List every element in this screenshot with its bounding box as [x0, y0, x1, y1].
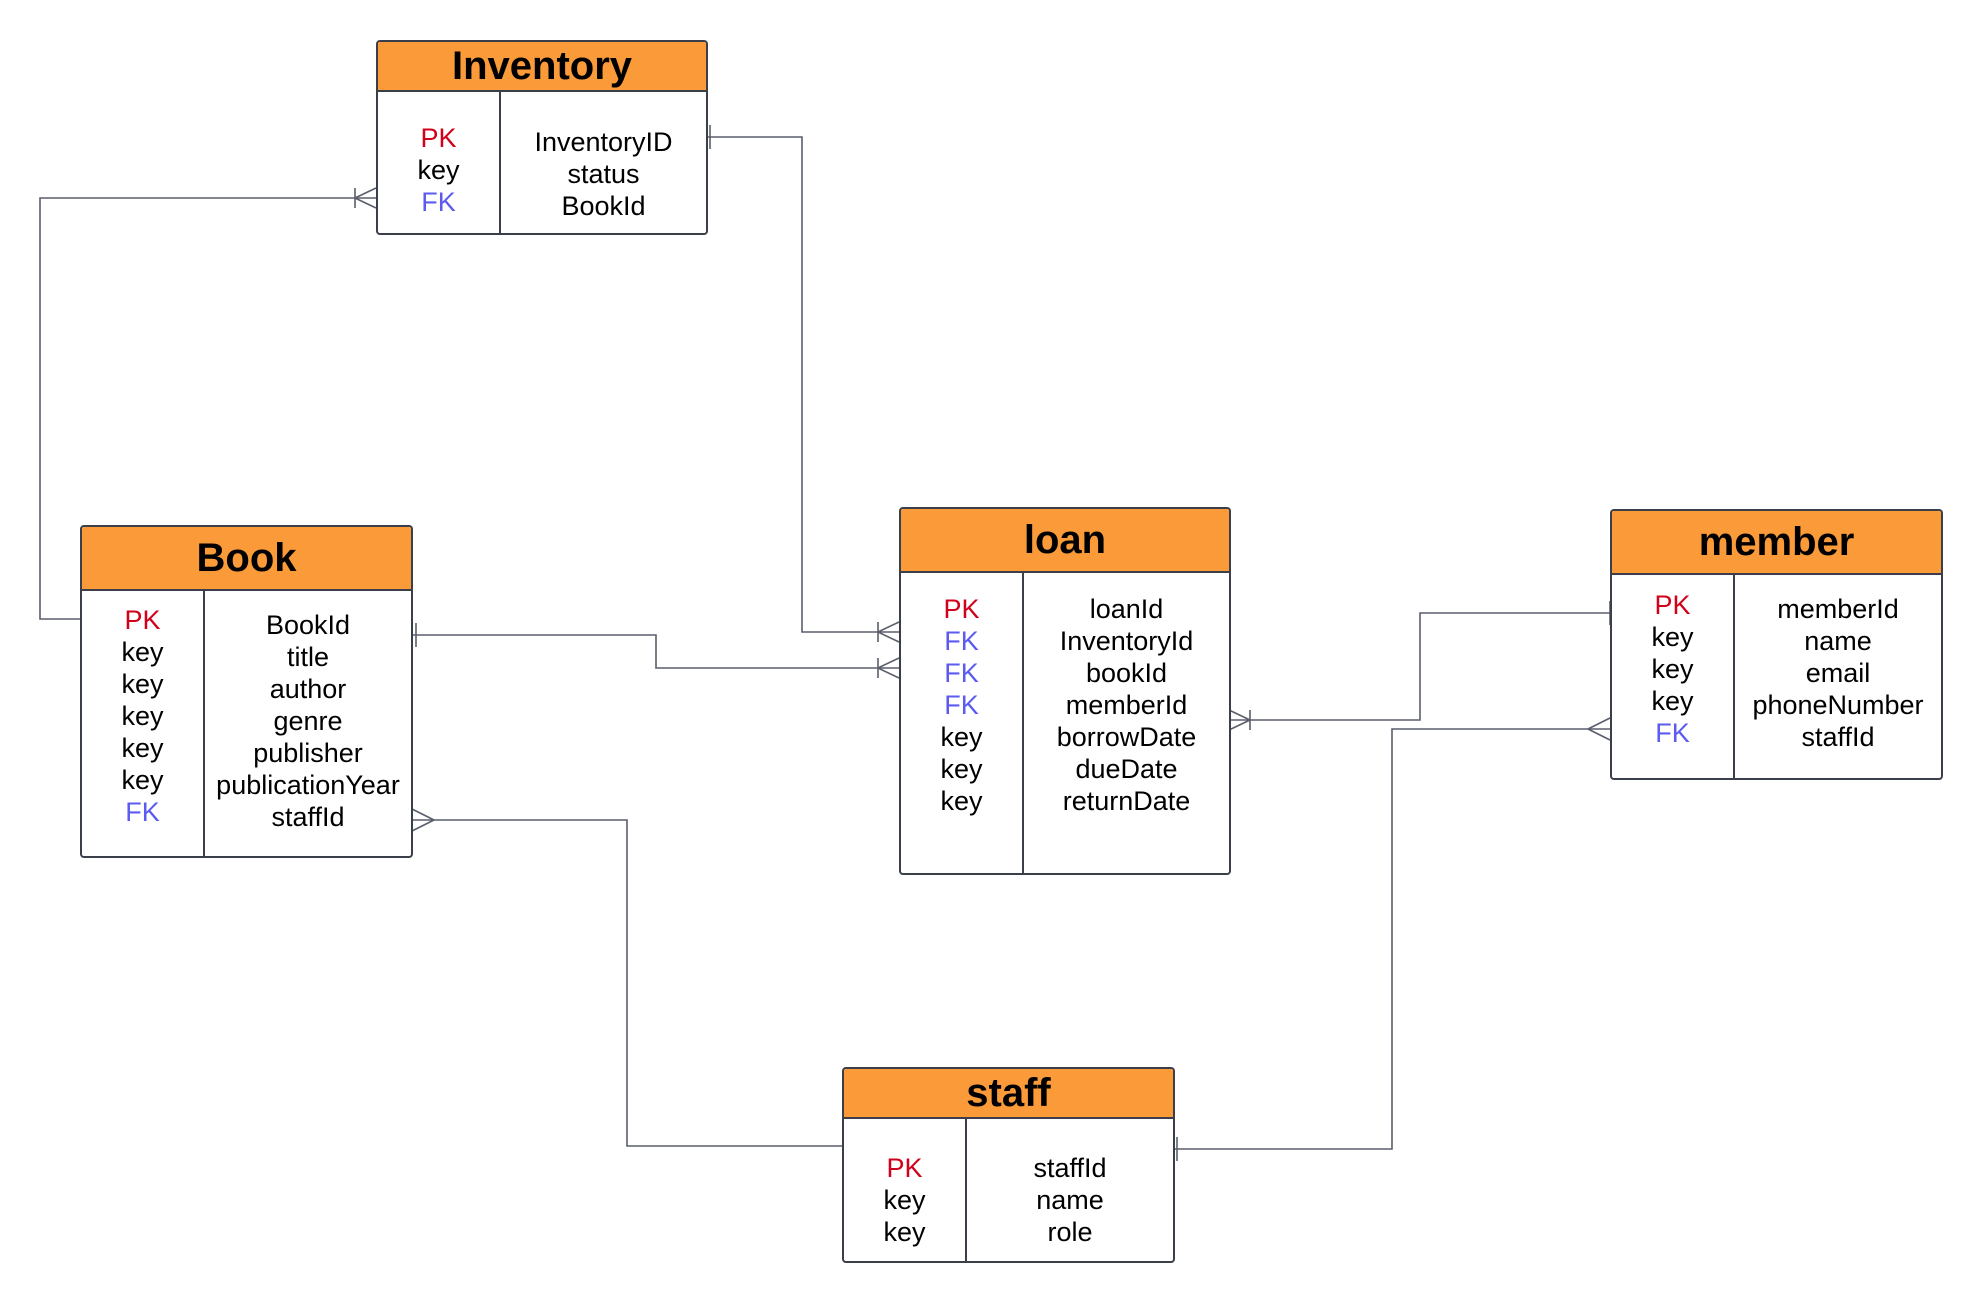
attribute-label: role: [1047, 1217, 1093, 1247]
connector-inventory-loan[interactable]: [706, 136, 899, 633]
crowsfoot-inventory-book: [354, 187, 377, 209]
attribute-label: email: [1805, 658, 1871, 688]
crowsfoot-book-staff: [411, 808, 435, 832]
key-label-pk: PK: [420, 123, 457, 153]
key-label-key: key: [1651, 654, 1694, 684]
crowsfoot-loan-book: [877, 657, 900, 679]
key-label-pk: PK: [1654, 590, 1691, 620]
key-label-pk: PK: [124, 605, 161, 635]
key-label-key: key: [121, 765, 164, 795]
attribute-label: returnDate: [1062, 786, 1191, 816]
attribute-label: status: [567, 159, 640, 189]
key-label-fk: FK: [1655, 718, 1690, 748]
key-label-fk: FK: [944, 690, 979, 720]
attribute-label: publicationYear: [216, 770, 400, 800]
key-label-pk: PK: [886, 1153, 923, 1183]
key-label-key: key: [940, 786, 983, 816]
attribute-label: loanId: [1089, 594, 1164, 624]
key-label-fk: FK: [125, 797, 160, 827]
key-label-key: key: [121, 733, 164, 763]
entity-title: loan: [901, 509, 1229, 573]
attribute-label: name: [1036, 1185, 1104, 1215]
attribute-label: InventoryId: [1059, 626, 1194, 656]
key-label-key: key: [940, 754, 983, 784]
attribute-label: publisher: [253, 738, 363, 768]
connector-staff-book[interactable]: [412, 819, 842, 1147]
key-label-fk: FK: [421, 187, 456, 217]
attribute-label: BookId: [265, 610, 351, 640]
attribute-label: phoneNumber: [1752, 690, 1924, 720]
entity-title: Inventory: [378, 42, 706, 92]
key-label-key: key: [883, 1217, 926, 1247]
attribute-label: memberId: [1777, 594, 1899, 624]
crowsfoot-member-staff: [1587, 717, 1611, 741]
attribute-label: dueDate: [1075, 754, 1178, 784]
crowsfoot-loan-inventory: [877, 621, 900, 643]
entity-title: member: [1612, 511, 1941, 575]
connector-book-inventory[interactable]: [39, 197, 376, 620]
attribute-label: memberId: [1065, 690, 1188, 720]
key-label-pk: PK: [943, 594, 980, 624]
key-label-key: key: [1651, 686, 1694, 716]
attribute-label: InventoryID: [534, 127, 673, 157]
crowsfoot-loan-member: [1228, 709, 1251, 731]
entity-title: Book: [82, 527, 411, 591]
key-label-key: key: [1651, 622, 1694, 652]
key-label-key: key: [940, 722, 983, 752]
connector-member-loan[interactable]: [1229, 612, 1610, 721]
key-label-key: key: [883, 1185, 926, 1215]
connector-book-loan[interactable]: [412, 634, 899, 669]
key-label-key: key: [417, 155, 460, 185]
key-label-key: key: [121, 669, 164, 699]
attribute-label: borrowDate: [1056, 722, 1197, 752]
connector-staff-member[interactable]: [1173, 728, 1610, 1150]
key-label-key: key: [121, 701, 164, 731]
attribute-label: bookId: [1085, 658, 1168, 688]
attribute-label: staffId: [1801, 722, 1875, 752]
attribute-label: genre: [273, 706, 343, 736]
entity-title: staff: [844, 1069, 1173, 1119]
attribute-label: name: [1804, 626, 1872, 656]
key-label-key: key: [121, 637, 164, 667]
key-label-fk: FK: [944, 626, 979, 656]
attribute-label: staffId: [1033, 1153, 1107, 1183]
key-label-fk: FK: [944, 658, 979, 688]
attribute-label: BookId: [561, 191, 646, 221]
attribute-label: author: [269, 674, 347, 704]
attribute-label: staffId: [271, 802, 345, 832]
attribute-label: title: [286, 642, 330, 672]
